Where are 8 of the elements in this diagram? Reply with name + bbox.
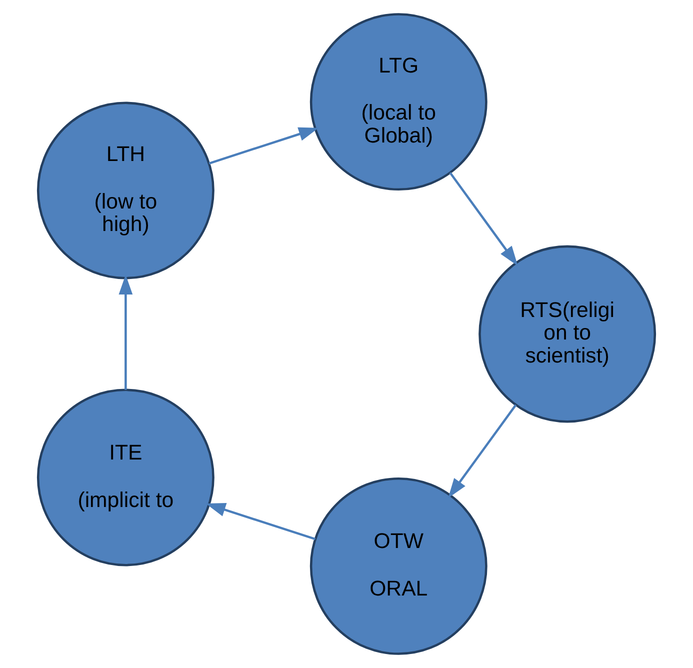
arrow	[118, 274, 133, 390]
arrow	[208, 127, 319, 164]
node-circle: LTH (low to high)	[36, 102, 214, 280]
node-circle: LTG (local to Global)	[310, 13, 488, 191]
arrow	[449, 172, 518, 266]
arrow	[448, 404, 517, 498]
arrow	[206, 503, 316, 540]
node-circle: ITE (implicit to	[36, 388, 214, 566]
